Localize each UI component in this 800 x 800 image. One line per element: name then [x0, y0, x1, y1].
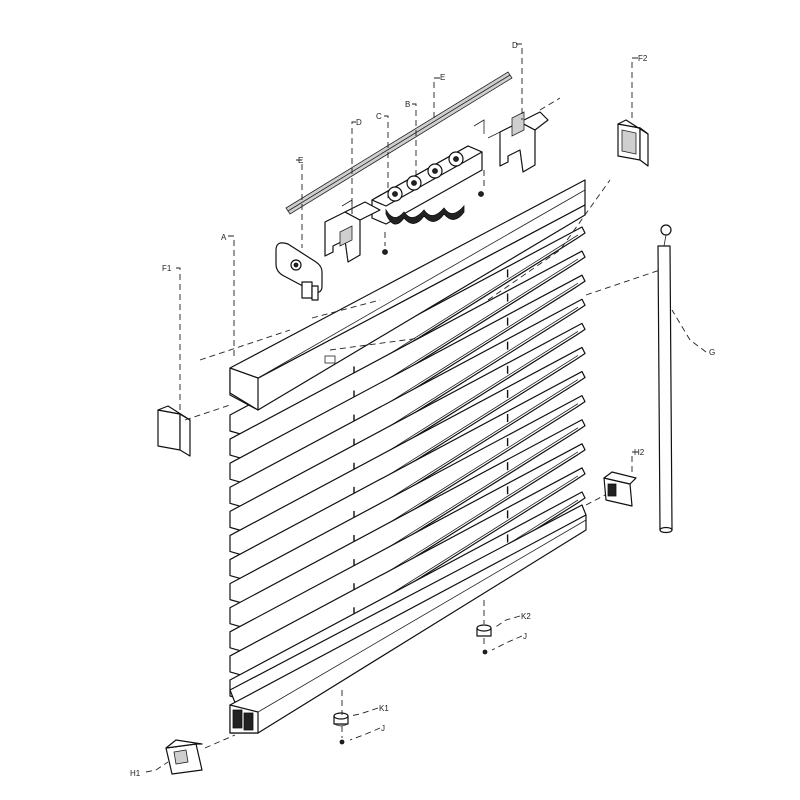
- callout-h1: H1: [130, 769, 141, 778]
- gear-icon: [387, 151, 464, 202]
- callout-j-lower: J: [381, 724, 385, 733]
- callout-j-upper: J: [523, 632, 527, 641]
- screw-j: [482, 649, 488, 655]
- bottom-rail-end-slot: [232, 709, 243, 729]
- wand-tilter-housing: [275, 242, 323, 301]
- slat: [229, 322, 586, 536]
- callout-b: B: [405, 100, 410, 109]
- slat: [229, 443, 586, 657]
- tilt-wand: [657, 224, 673, 534]
- callout-c: C: [376, 112, 382, 121]
- cord-stop-k2: [476, 624, 492, 655]
- bottom-rail-end-slot: [243, 712, 254, 731]
- screw: [382, 249, 388, 255]
- callout-labels: A B C D D E E F1 F2 G H1 H2 K1 K2 J J: [130, 41, 715, 778]
- slat: [229, 226, 586, 440]
- cord-stop-k1: [333, 712, 349, 745]
- head-rail-label-tab: [324, 355, 336, 364]
- callout-f2: F2: [638, 54, 648, 63]
- callout-d-top: D: [512, 41, 518, 50]
- callout-a: A: [221, 233, 227, 242]
- bottom-end-cap-right: [603, 471, 637, 507]
- tilter-gearbox: [371, 145, 484, 255]
- callout-e-tilter: E: [298, 156, 303, 165]
- callout-k2: K2: [521, 612, 531, 621]
- callout-f1: F1: [162, 264, 172, 273]
- callout-g: G: [709, 348, 715, 357]
- slat: [229, 274, 586, 488]
- mounting-bracket-left: [324, 201, 381, 263]
- head-rail: [229, 179, 586, 411]
- callout-h2: H2: [634, 448, 645, 457]
- callout-e-rod: E: [440, 73, 445, 82]
- slat: [229, 298, 586, 512]
- end-cap-right: [617, 119, 649, 167]
- slat: [229, 467, 586, 681]
- callout-d-mid: D: [356, 118, 362, 127]
- bottom-rail: [229, 504, 587, 734]
- slat: [229, 370, 586, 585]
- screw: [478, 191, 484, 197]
- bottom-end-cap-left: [165, 739, 203, 775]
- end-cap-left: [157, 405, 191, 457]
- slat: [229, 395, 586, 609]
- mounting-bracket-right: [499, 111, 549, 173]
- leader-lines: [145, 43, 707, 773]
- slat: [229, 346, 586, 561]
- screw-j: [339, 739, 345, 745]
- slat: [229, 419, 586, 633]
- callout-k1: K1: [379, 704, 389, 713]
- slat-stack: [229, 226, 586, 705]
- slat: [229, 250, 586, 464]
